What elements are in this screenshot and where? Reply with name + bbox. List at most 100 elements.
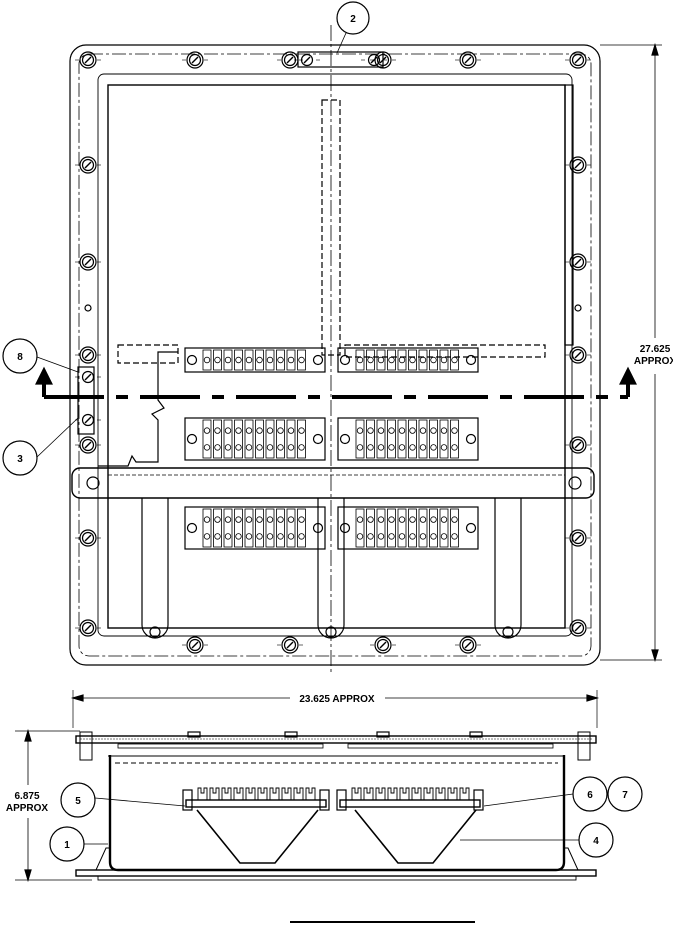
terminal-screw-icon bbox=[388, 516, 395, 523]
terminal-screw-icon bbox=[266, 444, 274, 451]
terminal bbox=[202, 349, 212, 371]
support-leg-right bbox=[494, 498, 522, 639]
callout-2-label: 2 bbox=[350, 14, 356, 25]
depth-dimension-value: 6.875 bbox=[14, 791, 39, 802]
terminal-screw-icon bbox=[298, 533, 305, 540]
terminal bbox=[408, 419, 417, 459]
terminal-screw-icon bbox=[398, 444, 406, 451]
terminal-screw-icon bbox=[388, 533, 395, 540]
terminal bbox=[255, 419, 264, 459]
mount-screw-icon bbox=[186, 522, 198, 534]
cover-lid bbox=[75, 735, 597, 744]
terminal bbox=[408, 508, 417, 548]
terminal-screw-icon bbox=[377, 427, 385, 434]
terminal bbox=[376, 508, 386, 548]
terminal-screw-icon bbox=[356, 444, 364, 451]
terminal-screw-icon bbox=[377, 516, 385, 523]
terminal bbox=[276, 419, 285, 459]
terminal-screw-icon bbox=[256, 427, 263, 434]
terminal-screw-icon bbox=[214, 516, 221, 523]
flange-bolt-circle bbox=[78, 53, 592, 657]
mount-screw-icon bbox=[339, 522, 351, 534]
terminal-screw-icon bbox=[235, 356, 242, 364]
terminal-screw-icon bbox=[409, 444, 416, 451]
terminal-screw-icon bbox=[214, 356, 221, 364]
terminal-screw-icon bbox=[451, 356, 458, 364]
terminal-screw-icon bbox=[409, 533, 416, 540]
side-bracket bbox=[77, 366, 95, 435]
callout-3-label: 3 bbox=[17, 454, 23, 465]
terminal-screw-icon bbox=[245, 427, 253, 434]
mount-screw-icon bbox=[339, 433, 351, 445]
channel-left-dashed bbox=[117, 344, 179, 364]
terminal bbox=[297, 349, 306, 371]
mount-screw-icon bbox=[339, 354, 351, 366]
terminal bbox=[429, 349, 438, 371]
screw-icon bbox=[455, 51, 481, 69]
terminal-screw-icon bbox=[266, 516, 274, 523]
terminal-screw-icon bbox=[256, 516, 263, 523]
terminal bbox=[221, 787, 232, 800]
callout-7-label: 7 bbox=[622, 790, 628, 801]
terminal-screw-icon bbox=[266, 356, 274, 364]
terminal bbox=[265, 508, 275, 548]
terminal-screw-icon bbox=[214, 533, 221, 540]
terminal bbox=[244, 508, 254, 548]
terminal bbox=[244, 419, 254, 459]
terminal-screw-icon bbox=[203, 533, 211, 540]
terminal-screw-icon bbox=[367, 516, 374, 523]
terminal bbox=[265, 419, 275, 459]
terminal bbox=[439, 508, 449, 548]
terminal-screw-icon bbox=[377, 356, 385, 364]
terminal bbox=[387, 508, 396, 548]
terminal bbox=[293, 787, 304, 800]
terminal bbox=[276, 349, 285, 371]
terminal-screw-icon bbox=[266, 533, 274, 540]
terminal bbox=[376, 419, 386, 459]
terminal bbox=[202, 419, 212, 459]
terminal bbox=[355, 508, 365, 548]
terminal-screw-icon bbox=[356, 516, 364, 523]
terminal bbox=[351, 787, 362, 800]
terminal-screw-icon bbox=[388, 356, 395, 364]
terminal-screw-icon bbox=[235, 444, 242, 451]
terminal-screw-icon bbox=[224, 356, 232, 364]
terminal-screw-icon bbox=[287, 516, 295, 523]
terminal-screw-icon bbox=[430, 516, 437, 523]
divider-dashed bbox=[321, 99, 341, 356]
screw-icon bbox=[361, 53, 387, 67]
mount-screw-icon bbox=[312, 522, 324, 534]
terminal-screw-icon bbox=[256, 533, 263, 540]
terminal bbox=[387, 349, 396, 371]
screw-icon bbox=[370, 636, 396, 654]
terminal-screw-icon bbox=[203, 427, 211, 434]
terminal bbox=[397, 419, 407, 459]
terminal bbox=[209, 787, 220, 800]
terminal bbox=[234, 508, 243, 548]
terminal-screw-icon bbox=[367, 533, 374, 540]
mount-screw-icon bbox=[186, 354, 198, 366]
callout-5-label: 5 bbox=[75, 796, 81, 807]
terminal-screw-icon bbox=[224, 444, 232, 451]
enclosure-body bbox=[108, 755, 566, 872]
terminal-screw-icon bbox=[430, 356, 437, 364]
terminal bbox=[418, 508, 428, 548]
terminal-screw-icon bbox=[287, 533, 295, 540]
terminal-block bbox=[184, 417, 326, 461]
hole bbox=[574, 304, 582, 312]
terminal-screw-icon bbox=[203, 516, 211, 523]
terminal bbox=[281, 787, 292, 800]
screw-icon bbox=[75, 413, 101, 427]
terminal-screw-icon bbox=[287, 444, 295, 451]
wire-break-left bbox=[98, 351, 178, 467]
terminal-screw-icon bbox=[398, 356, 406, 364]
hinge-hole-left bbox=[86, 476, 100, 490]
terminal-screw-icon bbox=[419, 356, 427, 364]
terminal bbox=[450, 508, 459, 548]
mount-screw-icon bbox=[186, 433, 198, 445]
screw-icon bbox=[75, 346, 101, 364]
terminal-support-left bbox=[196, 809, 319, 864]
screw-icon bbox=[75, 436, 101, 454]
terminal-screw-icon bbox=[367, 444, 374, 451]
